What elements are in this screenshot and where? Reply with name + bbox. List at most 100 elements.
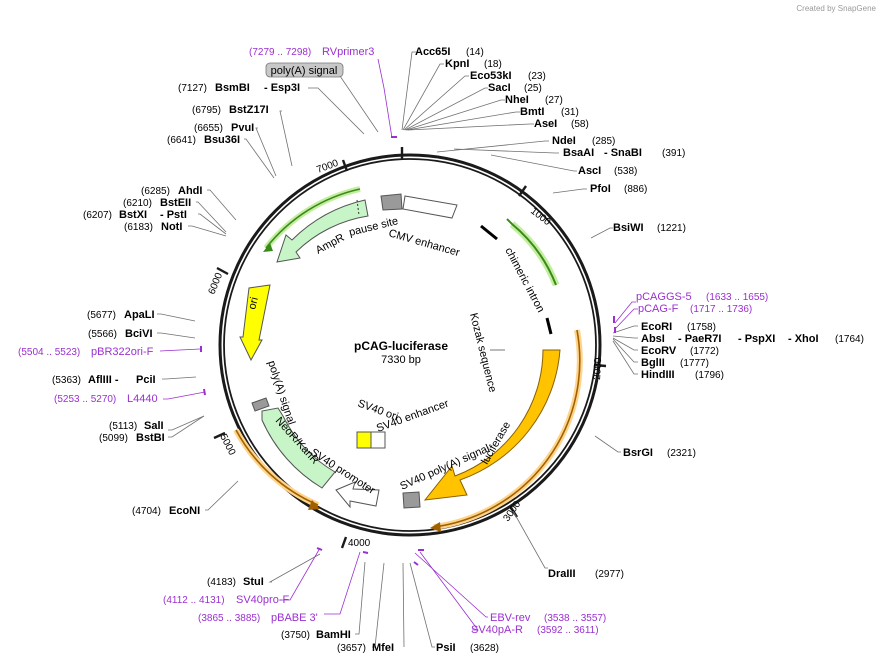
site-snabi[interactable]: - SnaBI <box>604 147 642 159</box>
site-pvui-pos: (6655) <box>194 123 223 134</box>
site-draiii[interactable]: DraIII <box>548 568 576 580</box>
site-psii[interactable]: PsiI <box>436 642 456 654</box>
site-eco53ki[interactable]: Eco53kI <box>470 70 512 82</box>
tick-2000: 2000 <box>592 357 604 380</box>
site-bmti[interactable]: BmtI <box>520 106 544 118</box>
site-pspxi[interactable]: - PspXI <box>738 333 775 345</box>
site-bstz17i[interactable]: BstZ17I <box>229 104 269 116</box>
site-stui-pos: (4183) <box>207 577 236 588</box>
site-ecori[interactable]: EcoRI <box>641 321 672 333</box>
site-bsu36i-pos: (6641) <box>167 135 196 146</box>
tick-4000: 4000 <box>348 538 371 549</box>
primer-pbabe3-pos: (3865 .. 3885) <box>198 613 260 624</box>
luciferase-feature[interactable] <box>423 349 561 501</box>
site-bsaai[interactable]: BsaAI <box>563 147 594 159</box>
site-afliii[interactable]: AflIII - <box>88 374 119 386</box>
primer-ebvrev[interactable]: EBV-rev <box>490 612 531 624</box>
sv40-promoter-feature[interactable] <box>335 481 380 509</box>
sv40-enhancer-feature[interactable] <box>370 431 386 449</box>
site-bglii[interactable]: BglII <box>641 357 665 369</box>
site-psti[interactable]: - PstI <box>160 209 187 221</box>
site-absi[interactable]: AbsI <box>641 333 665 345</box>
neor-outer-head <box>308 500 320 510</box>
ampr-feature[interactable] <box>276 199 369 263</box>
primer-pcagf[interactable]: pCAG-F <box>638 303 679 315</box>
site-hindiii[interactable]: HindIII <box>641 369 675 381</box>
site-ahdi[interactable]: AhdI <box>178 185 202 197</box>
sv40-polya-feature[interactable] <box>402 491 421 509</box>
site-noti[interactable]: NotI <box>161 221 182 233</box>
site-asei[interactable]: AseI <box>534 118 557 130</box>
site-acc65i-pos: (14) <box>466 47 484 58</box>
primer-sv40pro[interactable]: SV40pro-F <box>236 594 289 606</box>
polya-signal-box-label: poly(A) signal <box>271 65 338 77</box>
sv40-ori-feature[interactable] <box>356 431 372 449</box>
site-apali-pos: (5677) <box>87 310 116 321</box>
neor-polya-feature[interactable] <box>251 397 270 412</box>
primer-sv40pro-pos: (4112 .. 4131) <box>163 595 225 606</box>
site-pfoi[interactable]: PfoI <box>590 183 611 195</box>
site-bstxi[interactable]: BstXI <box>119 209 147 221</box>
site-noti-pos: (6183) <box>124 222 153 233</box>
site-bsu36i[interactable]: Bsu36I <box>204 134 240 146</box>
site-esp3i[interactable]: - Esp3I <box>264 82 300 94</box>
ampr-outer-line <box>265 188 361 249</box>
luciferase-outer-line <box>433 329 581 528</box>
cmv-enhancer-label: CMV enhancer <box>387 227 461 259</box>
primer-sv40par[interactable]: SV40pA-R <box>471 624 523 636</box>
site-ecorv[interactable]: EcoRV <box>641 345 677 357</box>
primer-pbr322ori-pos: (5504 .. 5523) <box>18 347 80 358</box>
site-apali[interactable]: ApaLI <box>124 309 155 321</box>
plasmid-name: pCAG-luciferase <box>354 339 448 353</box>
luciferase-outer-head <box>430 522 441 532</box>
ori-feature[interactable] <box>239 284 271 362</box>
site-bstbi[interactable]: BstBI <box>136 432 165 444</box>
primer-rvprimer3[interactable]: RVprimer3 <box>322 46 374 58</box>
site-pcii[interactable]: PciI <box>136 374 156 386</box>
site-nhei[interactable]: NheI <box>505 94 529 106</box>
neor-outer-line <box>235 429 319 506</box>
site-econi-pos: (4704) <box>132 506 161 517</box>
site-bsmbi[interactable]: BsmBI <box>215 82 250 94</box>
site-saci[interactable]: SacI <box>488 82 511 94</box>
site-bamhi[interactable]: BamHI <box>316 629 351 641</box>
site-pfoi-pos: (886) <box>624 184 647 195</box>
primer-l4440[interactable]: L4440 <box>127 393 158 405</box>
site-ndei[interactable]: NdeI <box>552 135 576 147</box>
site-sali[interactable]: SalI <box>144 420 164 432</box>
site-asci[interactable]: AscI <box>578 165 601 177</box>
site-bsaai-pos: (391) <box>662 148 685 159</box>
site-mfei[interactable]: MfeI <box>372 642 394 654</box>
site-bsrgi[interactable]: BsrGI <box>623 447 653 459</box>
primer-l4440-pos: (5253 .. 5270) <box>54 394 116 405</box>
site-xhoi[interactable]: - XhoI <box>788 333 819 345</box>
primer-pbabe3[interactable]: pBABE 3' <box>271 612 318 624</box>
site-nhei-pos: (27) <box>545 95 563 106</box>
site-kpni-pos: (18) <box>484 59 502 70</box>
primer-ebvrev-pos: (3538 .. 3557) <box>544 613 606 624</box>
snapgene-watermark: Created by SnapGene <box>796 4 876 13</box>
site-pvui[interactable]: PvuI <box>231 122 254 134</box>
site-paer7i[interactable]: - PaeR7I <box>678 333 721 345</box>
cmv-enhancer-feature[interactable] <box>402 195 458 219</box>
primer-sv40par-pos: (3592 .. 3611) <box>537 625 599 636</box>
site-bglii-pos: (1777) <box>680 358 709 369</box>
site-ndei-pos: (285) <box>592 136 615 147</box>
chimeric-intron-feature[interactable] <box>506 218 557 286</box>
site-bsteii[interactable]: BstEII <box>160 197 191 209</box>
site-bsiwi[interactable]: BsiWI <box>613 222 644 234</box>
site-econi[interactable]: EcoNI <box>169 505 200 517</box>
primer-pcaggs5[interactable]: pCAGGS-5 <box>636 291 692 303</box>
site-absi-pos: (1764) <box>835 334 864 345</box>
site-bsmbi-pos: (7127) <box>178 83 207 94</box>
site-bcivi[interactable]: BciVI <box>125 328 153 340</box>
site-bmti-pos: (31) <box>561 107 579 118</box>
primer-pbr322ori[interactable]: pBR322ori-F <box>91 346 154 358</box>
site-kpni[interactable]: KpnI <box>445 58 469 70</box>
site-acc65i[interactable]: Acc65I <box>415 46 450 58</box>
site-stui[interactable]: StuI <box>243 576 264 588</box>
neor-kanr-feature[interactable] <box>261 407 336 489</box>
site-asci-pos: (538) <box>614 166 637 177</box>
pause-site-feature[interactable] <box>380 193 403 211</box>
polya-signal-box[interactable] <box>265 62 344 78</box>
